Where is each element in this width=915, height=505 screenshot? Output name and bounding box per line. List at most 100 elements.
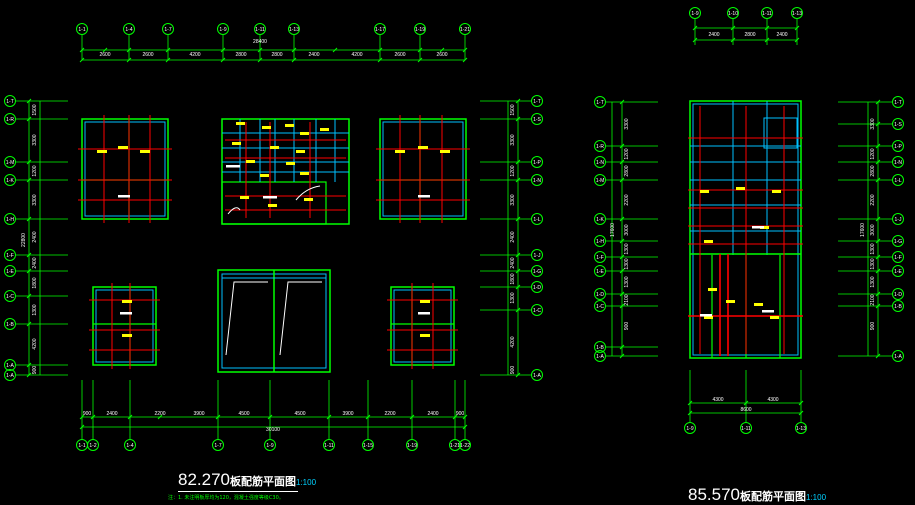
left-left-axis-1-C-bubble bbox=[4, 290, 16, 302]
right-left-dim-text: 1300 bbox=[624, 276, 630, 287]
right-left-dim-text: 2200 bbox=[624, 194, 630, 205]
left-bottom-axis-1-11-label: 1-11 bbox=[324, 443, 334, 449]
left-bottom-dim-text: 2200 bbox=[154, 411, 165, 417]
left-top-axis-1-7-bubble bbox=[162, 23, 174, 35]
right-tower-rebar-tag bbox=[770, 316, 779, 319]
right-left-axis-1-E-label: 1-E bbox=[596, 269, 604, 275]
right-top-dim-tick bbox=[794, 37, 800, 43]
left-bottom-dim-tick bbox=[127, 414, 133, 420]
left-top-dim-tick bbox=[257, 57, 263, 63]
left-left-axis-1-T-bubble bbox=[4, 95, 16, 107]
left-bottom-dim-tick bbox=[79, 414, 85, 420]
left-top-total: 28400 bbox=[253, 39, 267, 45]
left-left-axis-1-H-label: 1-H bbox=[6, 217, 14, 223]
left-core-rebar-tag bbox=[296, 150, 305, 153]
left-middle-block bbox=[217, 269, 331, 373]
left-bottom-axis-1-22-label: 1-22 bbox=[460, 443, 470, 449]
left-right-axis-1-J-bubble bbox=[531, 249, 543, 261]
right-tower-rebar-tag bbox=[704, 316, 713, 319]
left-bottom-axis-1-2-bubble bbox=[87, 439, 99, 451]
left-top-dim-tick bbox=[332, 47, 338, 53]
left-bottom-axis-1-19-label: 1-19 bbox=[407, 443, 417, 449]
left-plan-elevation: 82.270 bbox=[178, 470, 230, 489]
right-bottom-axis-1-11-label: 1-11 bbox=[741, 426, 751, 432]
left-bottom-dim-tick bbox=[267, 414, 273, 420]
left-right-dim-tick bbox=[515, 372, 521, 378]
right-right-dim-tick bbox=[875, 143, 881, 149]
left-right-axis-1-A-bubble bbox=[531, 369, 543, 381]
left-top-axis-1-1-label: 1-1 bbox=[78, 27, 85, 33]
right-tower-rebar-tag bbox=[760, 226, 769, 229]
right-right-axis-1-B-label: 1-B bbox=[894, 304, 902, 310]
left-right-axis-1-D-bubble bbox=[531, 281, 543, 293]
left-bottom-axis-1-15-label: 1-15 bbox=[363, 443, 373, 449]
right-right-dim-tick bbox=[875, 99, 881, 105]
left-middle-diagonal-2 bbox=[279, 281, 322, 356]
right-left-axis-1-K-bubble bbox=[594, 213, 606, 225]
left-unit-top-left-slab bbox=[84, 121, 166, 217]
right-left-axis-1-F-bubble bbox=[594, 251, 606, 263]
right-right-dim-text: 1200 bbox=[870, 148, 876, 159]
left-top-dim-text: 2600 bbox=[99, 52, 110, 58]
right-plan-scale: 1:100 bbox=[806, 493, 827, 502]
right-right-axis-1-J-label: 1-J bbox=[895, 217, 902, 223]
left-unit-top-left-rebar-tag bbox=[118, 146, 128, 149]
right-left-dim-tick bbox=[619, 177, 625, 183]
right-left-dim-tick bbox=[619, 143, 625, 149]
left-right-dim-tick bbox=[515, 252, 521, 258]
left-left-dim-text: 1800 bbox=[32, 277, 38, 288]
right-left-axis-1-C-label: 1-C bbox=[596, 304, 604, 310]
left-unit-top-right-rebar-tag bbox=[418, 146, 428, 149]
left-left-dim-tick bbox=[26, 372, 32, 378]
left-bottom-dim-text: 4500 bbox=[294, 411, 305, 417]
right-left-dim-text: 3000 bbox=[624, 224, 630, 235]
right-right-dim-tick bbox=[875, 177, 881, 183]
left-right-axis-1-C-bubble bbox=[531, 304, 543, 316]
left-top-dim-tick bbox=[417, 57, 423, 63]
right-bottom-dim-tick bbox=[798, 400, 804, 406]
right-right-axis-1-F-bubble bbox=[892, 251, 904, 263]
right-right-axis-1-S-label: 1-S bbox=[894, 122, 902, 128]
right-left-dim-tick bbox=[619, 344, 625, 350]
right-tower-rebar-tag bbox=[704, 240, 713, 243]
left-bottom-total: 30100 bbox=[266, 427, 280, 433]
right-bottom-axis-1-13-bubble bbox=[795, 422, 807, 434]
right-top-dim-tick bbox=[692, 37, 698, 43]
left-right-axis-1-A-label: 1-A bbox=[533, 373, 541, 379]
left-top-axis-1-11-label: 1-11 bbox=[255, 27, 265, 33]
left-top-dim-tick bbox=[165, 47, 171, 53]
left-core-label bbox=[263, 196, 277, 199]
left-right-dim-text: 1200 bbox=[510, 165, 516, 176]
left-right-dim-tick bbox=[515, 268, 521, 274]
left-left-axis-1-F-label: 1-F bbox=[6, 253, 14, 259]
left-unit-bottom-right-slab-label bbox=[418, 312, 430, 315]
left-top-axis-1-19-bubble bbox=[414, 23, 426, 35]
right-right-dim-tick bbox=[875, 353, 881, 359]
left-plan-scale: 1:100 bbox=[296, 478, 317, 487]
right-right-dim-tick bbox=[875, 268, 881, 274]
right-left-axis-1-C-bubble bbox=[594, 300, 606, 312]
left-bottom-dim-text: 2400 bbox=[427, 411, 438, 417]
right-right-dim-text: 1300 bbox=[870, 276, 876, 287]
right-left-axis-1-M-bubble bbox=[594, 174, 606, 186]
right-left-dim-tick bbox=[619, 216, 625, 222]
left-core-rebar-tag bbox=[260, 174, 269, 177]
right-right-axis-1-G-label: 1-G bbox=[894, 239, 902, 245]
left-right-dim-tick bbox=[515, 98, 521, 104]
left-top-dim-tick bbox=[257, 47, 263, 53]
left-unit-bottom-left-outer-wall bbox=[92, 286, 157, 366]
left-bottom-dim-text: 900 bbox=[456, 411, 465, 417]
right-top-dim-tick bbox=[764, 25, 770, 31]
right-right-dim-tick bbox=[875, 159, 881, 165]
right-tower-rebar-tag bbox=[772, 190, 781, 193]
left-core-rebar-tag bbox=[300, 132, 309, 135]
left-top-dim-tick bbox=[417, 47, 423, 53]
left-left-axis-1-M-label: 1-M bbox=[6, 160, 15, 166]
left-bottom-dim-tick bbox=[215, 414, 221, 420]
left-top-dim-text: 4200 bbox=[189, 52, 200, 58]
left-core-rebar-tag bbox=[300, 172, 309, 175]
right-right-dim-text: 900 bbox=[870, 322, 876, 331]
left-top-dim-text: 2600 bbox=[436, 52, 447, 58]
left-top-dim-tick bbox=[291, 57, 297, 63]
right-top-dim-tick bbox=[730, 25, 736, 31]
